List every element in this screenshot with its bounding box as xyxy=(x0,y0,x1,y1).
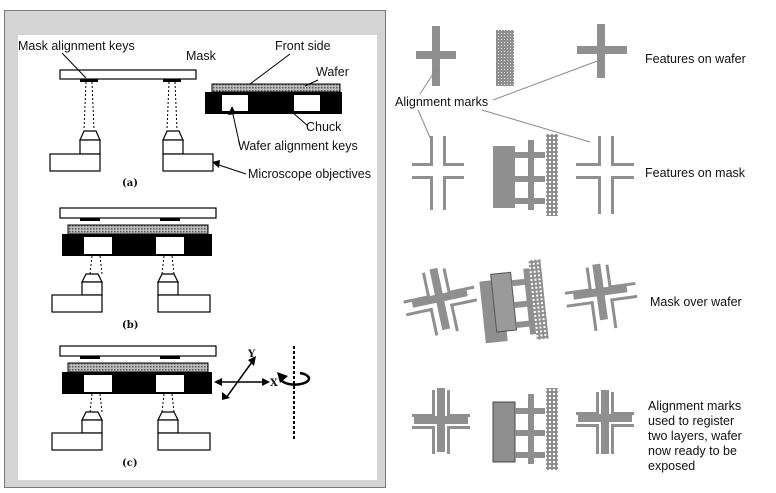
leader-wafer xyxy=(304,79,319,87)
mask-key-c-right xyxy=(160,356,180,359)
sub-label-c: (c) xyxy=(122,458,138,469)
wafer-key-left xyxy=(222,92,248,95)
beam-c-left xyxy=(89,393,103,413)
wafer-c xyxy=(67,362,209,373)
leader-objectives xyxy=(215,163,247,175)
beam-right xyxy=(166,81,178,131)
rotation-arrowhead xyxy=(277,372,288,383)
stage-c: Y X (c) xyxy=(51,345,311,469)
wafer-key-window-right xyxy=(294,95,320,111)
sub-label-b: (b) xyxy=(122,320,138,331)
label-mask: Mask xyxy=(186,49,217,63)
rotation-arrow xyxy=(279,371,311,386)
label-features-mask: Features on mask xyxy=(645,166,746,180)
objective-c-left xyxy=(51,411,103,451)
stage-b: (b) xyxy=(51,207,217,331)
svg-text:used to register: used to register xyxy=(648,414,734,428)
beam-left xyxy=(83,81,95,131)
wafer-key-right xyxy=(294,92,320,95)
axis-label-y: Y xyxy=(247,349,256,360)
mask-plate-c xyxy=(59,345,217,357)
mask-key-left xyxy=(80,79,98,82)
wafer-bar xyxy=(496,30,514,86)
svg-text:exposed: exposed xyxy=(648,459,695,473)
label-front: Front side xyxy=(275,39,331,53)
chuck-b-window-right xyxy=(156,237,184,254)
label-wafer-keys: Wafer alignment keys xyxy=(238,139,358,153)
svg-text:Alignment marks: Alignment marks xyxy=(648,399,741,413)
label-aligned: Alignment marks used to register two lay… xyxy=(648,399,742,473)
axis-label-x: X xyxy=(270,378,278,389)
objective-left xyxy=(49,130,101,172)
sub-label-a: (a) xyxy=(122,178,138,189)
alignment-leaders xyxy=(417,59,601,143)
label-mask-over-wafer: Mask over wafer xyxy=(650,295,742,309)
objective-b-left xyxy=(51,273,103,313)
arrow-objectives xyxy=(212,160,220,168)
chuck-c-window-left xyxy=(84,375,112,392)
leader-mask-keys xyxy=(61,52,87,79)
mask-key-b-left xyxy=(80,218,100,221)
leader-front xyxy=(249,53,291,85)
chuck-b-window-left xyxy=(84,237,112,254)
label-objectives: Microscope objectives xyxy=(248,167,371,181)
mask-key-c-left xyxy=(80,356,100,359)
label-alignment-marks: Alignment marks xyxy=(395,95,488,109)
row-wafer-features xyxy=(416,24,627,86)
label-wafer: Wafer xyxy=(316,65,349,79)
mask-dotted-scale xyxy=(546,134,558,216)
mask-key-right xyxy=(163,79,181,82)
row-mask-over-wafer xyxy=(403,259,638,344)
arrow-wafer-keys xyxy=(228,106,236,115)
xy-axes xyxy=(214,356,270,400)
mask-plate xyxy=(59,69,197,80)
objective-right xyxy=(162,130,214,172)
wafer-b xyxy=(67,224,209,235)
label-mask-keys: Mask alignment keys xyxy=(18,39,135,53)
label-chuck: Chuck xyxy=(306,120,342,134)
beam-b-right xyxy=(161,255,175,275)
label-features-wafer: Features on wafer xyxy=(645,52,746,66)
svg-text:now ready to be: now ready to be xyxy=(648,444,737,458)
mask-key-b-right xyxy=(160,218,180,221)
beam-b-left xyxy=(89,255,103,275)
row-aligned xyxy=(412,388,634,470)
beam-c-right xyxy=(161,393,175,413)
stage-a: Mask alignment keys Mask Front side Wafe… xyxy=(18,39,371,189)
objective-b-right xyxy=(157,273,211,313)
aligned-pad xyxy=(492,401,516,463)
objective-c-right xyxy=(157,411,211,451)
leader-wafer-keys xyxy=(231,109,241,147)
leader-chuck xyxy=(291,111,309,127)
row-mask-features xyxy=(412,134,634,216)
mask-plate-b xyxy=(59,207,217,219)
aligned-dotted-scale xyxy=(546,388,558,470)
wafer-a xyxy=(211,83,341,93)
chuck-c-window-right xyxy=(156,375,184,392)
wafer-key-window-left xyxy=(222,95,248,111)
mask-pad xyxy=(493,146,515,208)
svg-text:two layers, wafer: two layers, wafer xyxy=(648,429,742,443)
